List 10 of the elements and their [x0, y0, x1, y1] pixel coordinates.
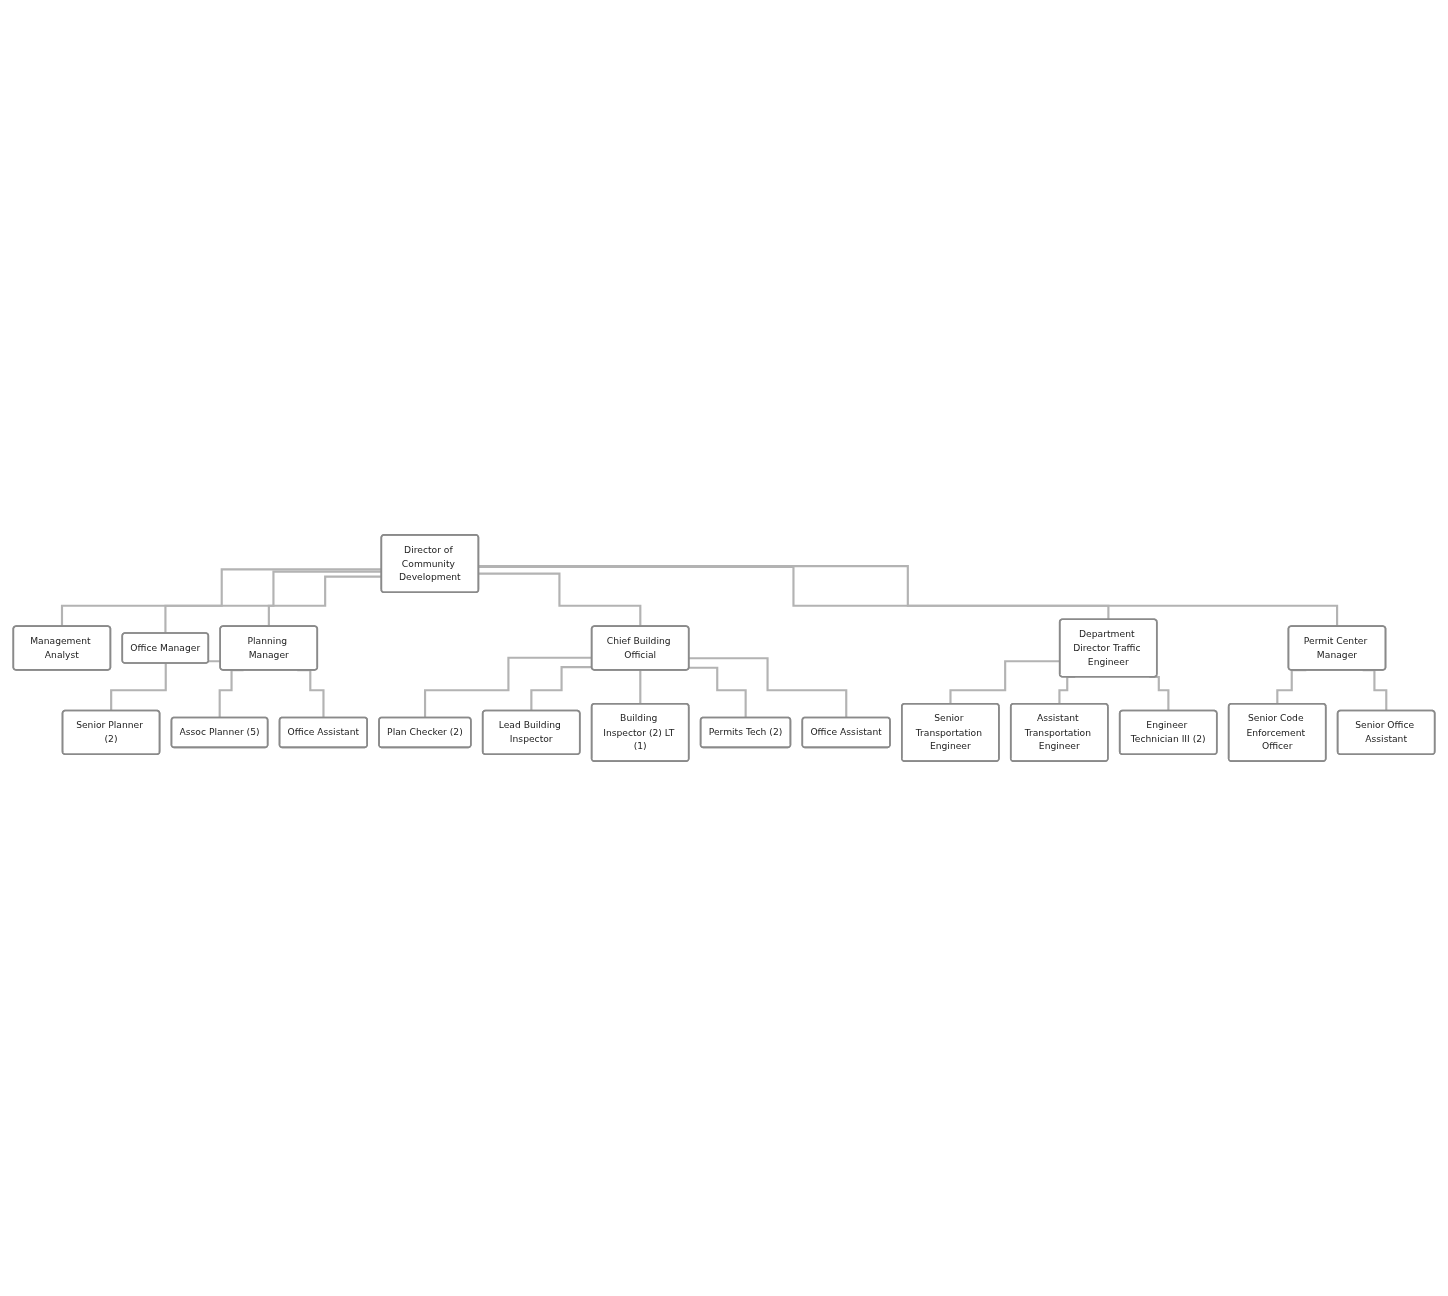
connector	[478, 565, 1110, 621]
connector	[164, 570, 382, 635]
connector	[60, 568, 382, 628]
connector	[478, 565, 1339, 628]
connector	[530, 666, 592, 712]
connector	[689, 657, 848, 719]
connector	[267, 575, 382, 628]
connector	[478, 572, 642, 628]
connector	[688, 666, 747, 719]
connector	[424, 656, 592, 719]
